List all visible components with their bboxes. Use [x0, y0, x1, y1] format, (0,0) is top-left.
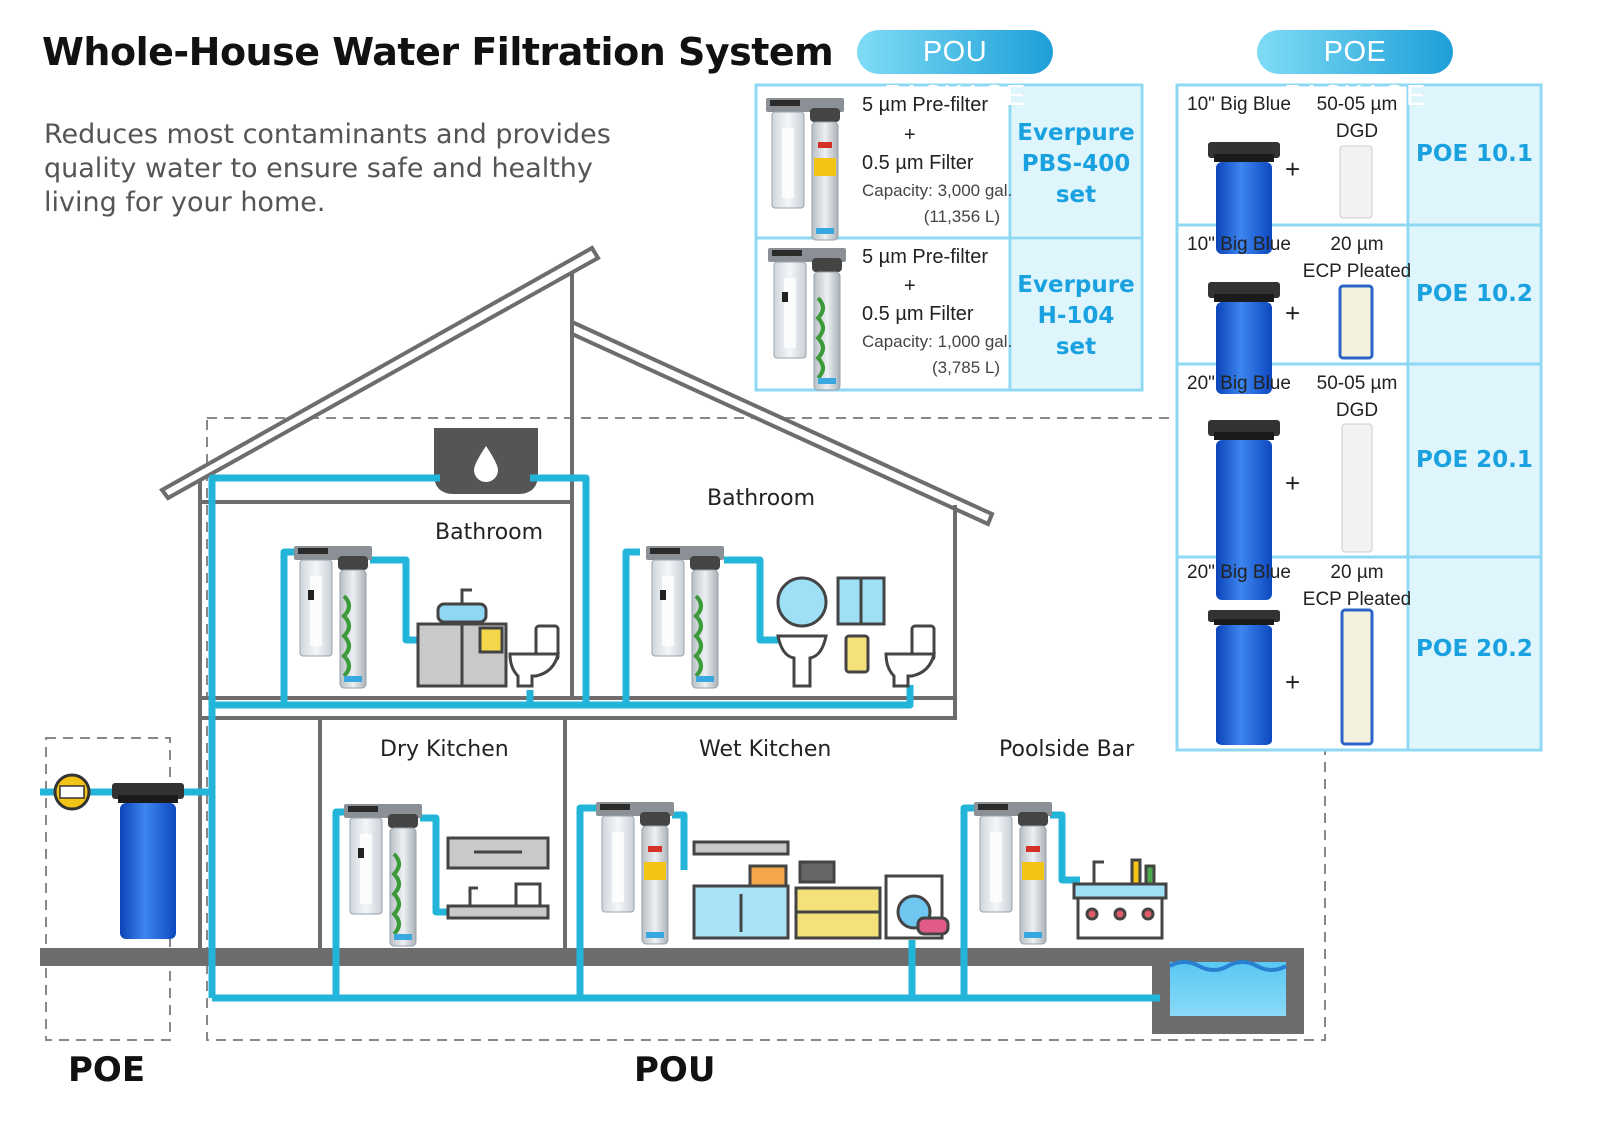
pou-item-1-name-line1: Everpure [1017, 120, 1135, 146]
pou-item-2-name: Everpure H-104 set [1012, 270, 1140, 363]
page-subtitle: Reduces most contaminants and provides q… [44, 119, 611, 218]
poe-item-4-cartridge-rating: 20 µm [1330, 562, 1384, 583]
poe-item-1-plus: + [1285, 154, 1301, 184]
poe-item-2-housing: 10" Big Blue [1187, 234, 1291, 255]
pou-item-1-capacity: Capacity: 3,000 gal. [862, 181, 1013, 200]
poe-item-1-cartridge-type: DGD [1335, 121, 1379, 142]
pou-filter-poolside-bar [973, 801, 1053, 945]
pou-item-2-name-line1: Everpure [1017, 272, 1135, 298]
pou-item-1-name: Everpure PBS-400 set [1012, 118, 1140, 211]
room-label-bathroom-right: Bathroom [707, 486, 816, 511]
page-title: Whole-House Water Filtration System [42, 30, 834, 74]
toilet-icon [508, 624, 560, 688]
cabinet-icon [836, 576, 886, 674]
pou-item-1-capacity-liters: (11,356 L) [923, 207, 1000, 226]
pou-item-2-line1: 5 µm Pre-filter [862, 246, 988, 268]
pou-filter-bathroom-left [292, 544, 374, 690]
room-label-bathroom-left: Bathroom [435, 520, 544, 545]
pou-item-2-name-line2: H-104 [1037, 303, 1115, 329]
pou-item-2-capacity: Capacity: 1,000 gal. [862, 332, 1013, 351]
poe-item-2-name: POE 10.2 [1416, 281, 1533, 307]
room-label-poolside-bar: Poolside Bar [999, 737, 1135, 762]
zone-label-pou: POU [634, 1050, 716, 1090]
pou-item-1-name-line2: PBS-400 [1021, 151, 1131, 177]
pou-item-2-capacity-liters: (3,785 L) [931, 358, 1000, 377]
poe-inlet-filter [53, 773, 184, 939]
zone-label-poe: POE [68, 1050, 146, 1090]
poe-item-3-housing: 20" Big Blue [1187, 373, 1291, 394]
poe-item-3-plus: + [1285, 468, 1301, 498]
poe-item-2-cartridge-rating: 20 µm [1330, 234, 1384, 255]
poe-item-4-name: POE 20.2 [1416, 636, 1533, 662]
pou-item-1-line1: 5 µm Pre-filter [862, 94, 988, 116]
mirror-basin-icon [776, 576, 828, 688]
pou-filter-dry-kitchen [342, 802, 424, 948]
bar-counter-icon [1072, 858, 1168, 940]
poe-item-4-plus: + [1285, 667, 1301, 697]
pou-filter-bathroom-right [644, 544, 726, 690]
pou-zone-outline [206, 417, 1326, 1041]
poe-item-3-name: POE 20.1 [1416, 447, 1533, 473]
pou-package-table [754, 83, 1144, 392]
toilet-icon [884, 624, 936, 688]
pou-item-2-name-line3: set [1055, 334, 1097, 360]
poe-item-4-cartridge-type: ECP Pleated [1302, 589, 1412, 610]
pou-item-2-line2: 0.5 µm Filter [862, 303, 974, 325]
poe-item-4-housing: 20" Big Blue [1187, 562, 1291, 583]
washing-machine-icon [884, 874, 950, 940]
poe-item-3-cartridge-type: DGD [1335, 400, 1379, 421]
pool [1152, 948, 1304, 1034]
poe-item-2-cartridge-type: ECP Pleated [1302, 261, 1412, 282]
poe-item-1-housing: 10" Big Blue [1187, 94, 1291, 115]
pou-item-1-name-line3: set [1055, 182, 1097, 208]
dry-kitchen-counter-icon [446, 836, 550, 920]
poe-item-1-cartridge-rating: 50-05 µm [1316, 94, 1398, 115]
pipes [40, 474, 1160, 1002]
pou-package-label: POU PACKAGE [857, 30, 1053, 112]
poe-item-2-plus: + [1285, 298, 1301, 328]
room-label-wet-kitchen: Wet Kitchen [699, 737, 832, 762]
pou-filter-wet-kitchen [595, 801, 675, 945]
poe-package-label: POE PACKAGE [1257, 30, 1453, 112]
poe-item-1-name: POE 10.1 [1416, 141, 1533, 167]
ground [40, 948, 1302, 966]
poe-item-3-cartridge-rating: 50-05 µm [1316, 373, 1398, 394]
wet-kitchen-sink-icon [692, 840, 790, 940]
vanity-sink-icon [416, 588, 508, 688]
stove-icon [794, 860, 882, 940]
room-label-dry-kitchen: Dry Kitchen [380, 737, 509, 762]
pou-item-1-line2: 0.5 µm Filter [862, 152, 974, 174]
pou-item-2-plus: + [904, 275, 916, 297]
water-tank-icon [434, 428, 538, 494]
pou-item-1-plus: + [904, 124, 916, 146]
poe-package-table [1175, 83, 1543, 752]
